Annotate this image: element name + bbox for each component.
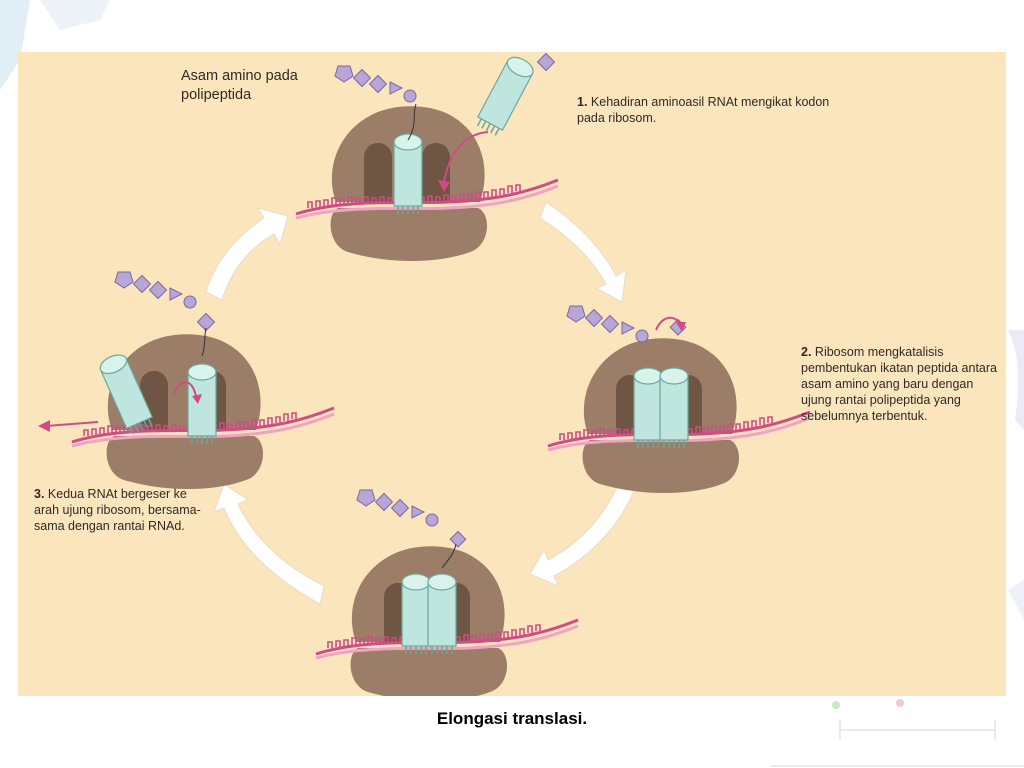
cycle-arrow-up [213, 483, 325, 605]
cycle-arrow-up-left [205, 207, 289, 301]
ribosome-step1 [294, 52, 560, 261]
cycle-arrow-down-left [529, 475, 639, 587]
ribosome-bottom [314, 489, 580, 696]
polypeptide-label: Asam amino pada polipeptida [181, 68, 298, 103]
step3-label: 3. Kedua RNAt bergeser ke arah ujung rib… [34, 486, 214, 534]
step2-label: 2. Ribosom mengkatalisis pembentukan ika… [801, 344, 1001, 424]
elongation-cycle-diagram [38, 52, 812, 696]
step2-number: 2. [801, 345, 812, 359]
cycle-arrow-down-right [539, 201, 627, 303]
step1-number: 1. [577, 95, 588, 109]
step3-number: 3. [34, 487, 45, 501]
cycle-arrows [205, 201, 639, 605]
elongation-figure: Asam amino pada polipeptida 1. Kehadiran… [18, 52, 1006, 696]
step1-text: Kehadiran aminoasil RNAt mengikat kodon … [577, 95, 830, 125]
ribosome-step3 [38, 271, 336, 489]
figure-caption: Elongasi translasi. [436, 709, 588, 728]
step1-label: 1. Kehadiran aminoasil RNAt mengikat kod… [577, 94, 847, 126]
step3-text: Kedua RNAt bergeser ke arah ujung riboso… [34, 487, 201, 533]
ribosome-step2 [546, 305, 812, 493]
step2-text: Ribosom mengkatalisis pembentukan ikatan… [801, 345, 997, 423]
